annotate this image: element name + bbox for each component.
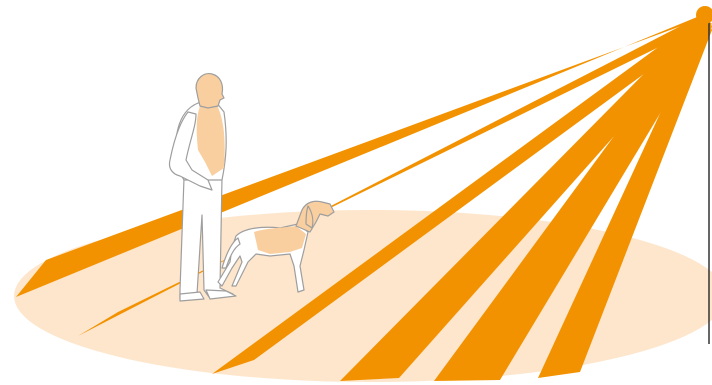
person-head xyxy=(196,74,224,108)
